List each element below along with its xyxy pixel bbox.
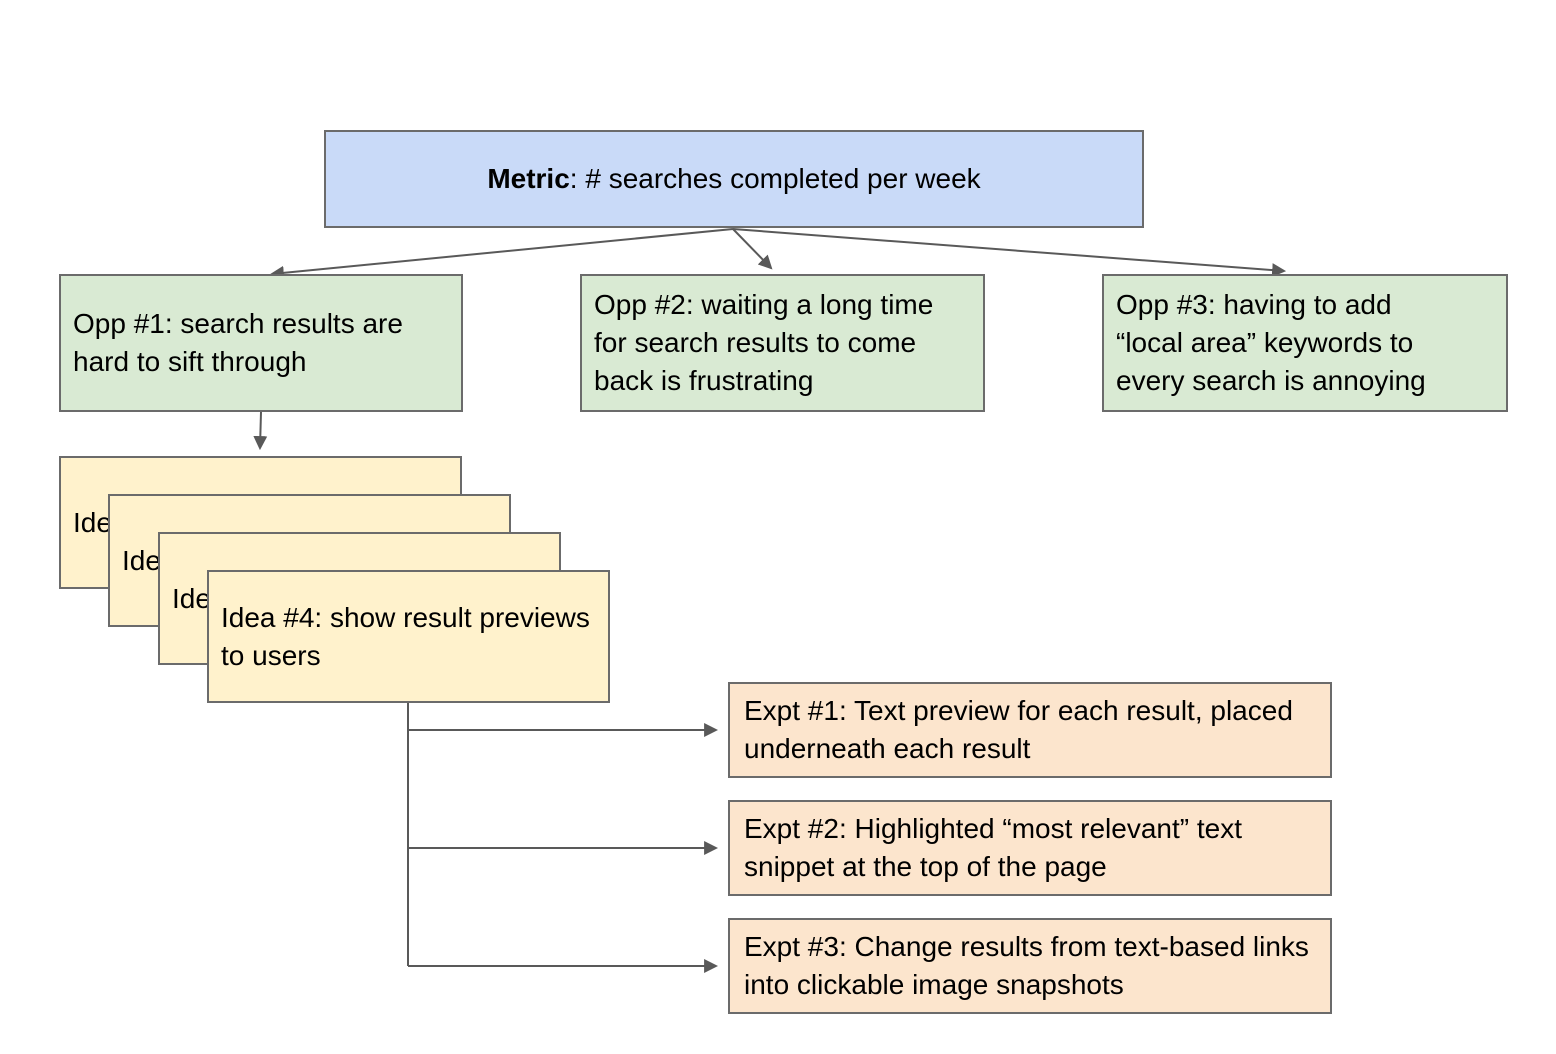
opportunity-node-3: Opp #3: having to add “local area” keywo… [1102,274,1508,412]
idea-node-4: Idea #4: show result previews to users [207,570,610,703]
arrow-metric-to-opp2 [732,228,773,270]
opportunity-node-1: Opp #1: search results are hard to sift … [59,274,463,412]
metric-label-bold: Metric [487,163,570,194]
arrow-opp1-to-ideas [253,411,268,451]
arrow-metric-to-opp1 [269,228,734,280]
idea-1-label: Ide [73,506,112,538]
arrow-metric-to-opp3 [732,228,1287,278]
idea-3-label: Ide [172,582,211,614]
experiment-1-label: Expt #1: Text preview for each result, p… [744,695,1293,764]
experiment-2-label: Expt #2: Highlighted “most relevant” tex… [744,813,1243,882]
opportunity-2-label: Opp #2: waiting a long time for search r… [594,289,934,396]
opportunity-node-2: Opp #2: waiting a long time for search r… [580,274,985,412]
metric-label-rest: : # searches completed per week [569,163,981,194]
experiment-3-label: Expt #3: Change results from text-based … [744,931,1309,1000]
experiment-node-1: Expt #1: Text preview for each result, p… [728,682,1332,778]
idea-2-label: Ide [122,544,161,576]
metric-label: Metric: # searches completed per week [487,160,980,198]
experiment-node-3: Expt #3: Change results from text-based … [728,918,1332,1014]
opportunity-1-label: Opp #1: search results are hard to sift … [73,308,403,377]
metric-node: Metric: # searches completed per week [324,130,1144,228]
experiment-node-2: Expt #2: Highlighted “most relevant” tex… [728,800,1332,896]
idea-4-label: Idea #4: show result previews to users [221,601,590,671]
opportunity-3-label: Opp #3: having to add “local area” keywo… [1116,289,1426,396]
